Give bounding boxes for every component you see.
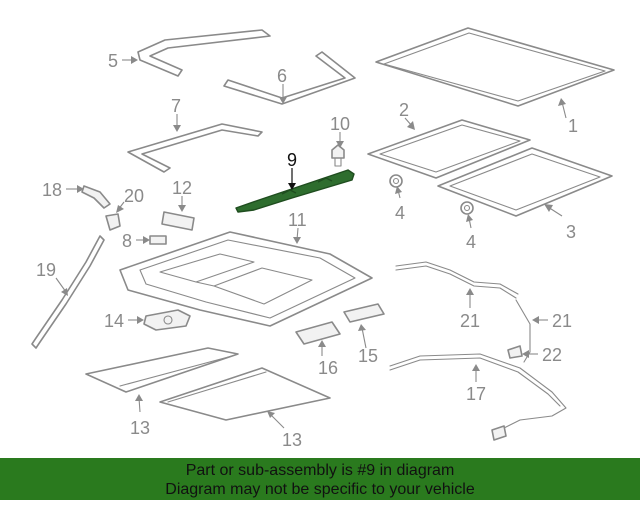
part-13-sunshade-a bbox=[85, 347, 239, 393]
callout-22: 22 bbox=[542, 345, 562, 365]
part-17-cable bbox=[389, 353, 567, 441]
part-19-drain-hose bbox=[31, 235, 105, 349]
callout-12: 12 bbox=[172, 178, 192, 198]
part-21-hose-a bbox=[395, 261, 519, 299]
callout-2: 2 bbox=[399, 100, 409, 120]
part-10-clip bbox=[331, 144, 345, 167]
callout-4a: 4 bbox=[395, 203, 405, 223]
banner-line-1: Part or sub-assembly is #9 in diagram bbox=[185, 462, 455, 479]
part-1-glass bbox=[375, 27, 615, 107]
callout-13a: 13 bbox=[130, 418, 150, 438]
part-11-headliner-frame bbox=[119, 231, 373, 327]
callout-8: 8 bbox=[122, 231, 132, 251]
part-8-clip bbox=[149, 235, 167, 245]
part-20-nozzle bbox=[105, 213, 121, 231]
callout-21a: 21 bbox=[460, 311, 480, 331]
callout-17: 17 bbox=[466, 384, 486, 404]
callout-11: 11 bbox=[288, 210, 307, 230]
callout-3: 3 bbox=[566, 222, 576, 242]
callout-labels: 5 6 7 1 2 10 9 18 20 12 4 11 3 4 8 19 14… bbox=[36, 51, 578, 450]
part-14-motor bbox=[143, 309, 191, 331]
callout-20: 20 bbox=[124, 186, 144, 206]
part-5-seal bbox=[137, 29, 271, 77]
part-6-rail bbox=[223, 51, 356, 105]
banner-line-2: Diagram may not be specific to your vehi… bbox=[165, 481, 475, 498]
callout-15: 15 bbox=[358, 346, 378, 366]
callout-14: 14 bbox=[104, 311, 124, 331]
leaders bbox=[55, 56, 567, 429]
part-22-clip bbox=[507, 345, 523, 359]
part-18-plug bbox=[81, 185, 111, 209]
callout-9: 9 bbox=[287, 150, 297, 170]
part-3-glass-frame bbox=[437, 147, 613, 217]
info-banner: Part or sub-assembly is #9 in diagram Di… bbox=[0, 458, 640, 500]
part-2-glass-frame bbox=[367, 119, 531, 179]
part-13-sunshade-b bbox=[159, 367, 331, 421]
part-7-frame bbox=[127, 123, 263, 173]
part-16-module bbox=[295, 321, 341, 345]
callout-6: 6 bbox=[277, 66, 287, 86]
callout-10: 10 bbox=[330, 114, 350, 134]
callout-19: 19 bbox=[36, 260, 56, 280]
callout-5: 5 bbox=[108, 51, 118, 71]
part-21-hose-b bbox=[515, 299, 531, 363]
part-12-bracket bbox=[161, 211, 195, 231]
callout-1: 1 bbox=[568, 116, 578, 136]
callout-7: 7 bbox=[171, 96, 181, 116]
callout-21b: 21 bbox=[552, 311, 572, 331]
callout-18: 18 bbox=[42, 180, 62, 200]
part-9-reinforcement bbox=[235, 169, 355, 213]
part-4-bolt-b bbox=[460, 201, 474, 215]
callout-4b: 4 bbox=[466, 232, 476, 252]
callout-13b: 13 bbox=[282, 430, 302, 450]
part-15-module bbox=[343, 303, 385, 323]
callout-16: 16 bbox=[318, 358, 338, 378]
part-4-bolt-a bbox=[389, 174, 403, 188]
